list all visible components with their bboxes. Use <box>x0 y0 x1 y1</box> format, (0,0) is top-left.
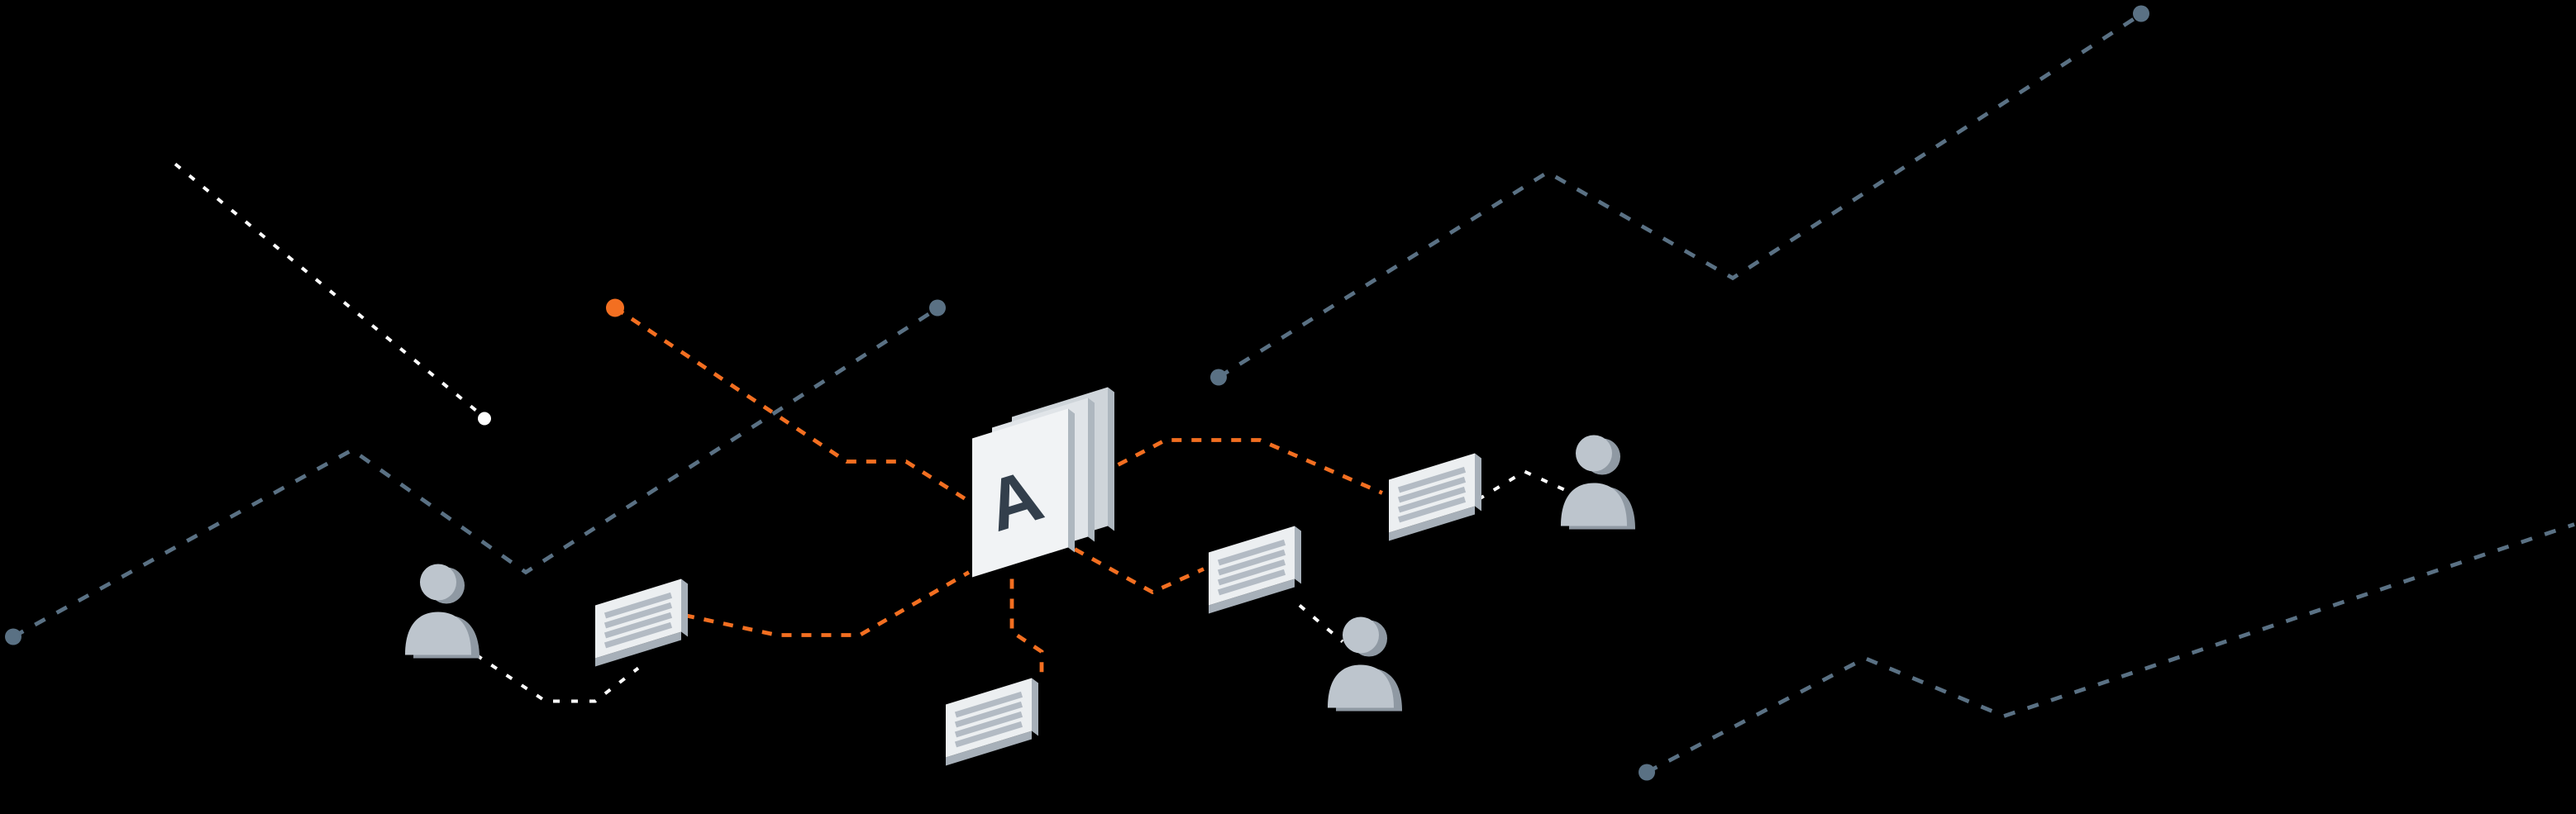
background-dashed-lines <box>12 13 2575 774</box>
slate-node-dot-center <box>929 299 946 317</box>
slate-dashed-line-bottomright-zigzag <box>1645 522 2575 774</box>
slate-node-dot-top-right <box>2133 5 2149 22</box>
orange-node-dot <box>606 298 624 317</box>
slate-dashed-line-topright-zigzag <box>1217 13 2141 379</box>
white-dashed-line-topleft <box>174 162 479 414</box>
document-stack-icon: A <box>972 387 1114 578</box>
person-icon-bottom-right <box>1328 616 1402 712</box>
message-card-icon-right <box>1389 454 1481 541</box>
person-icon-left <box>405 564 479 659</box>
white-dashed-line-card-to-person-right <box>1476 469 1565 502</box>
white-dashed-line-person-left-to-card <box>475 653 640 703</box>
node-dots <box>5 5 2149 781</box>
slate-node-dot-above-cards <box>1210 369 1227 386</box>
orange-dashed-line-card-left-to-stack <box>684 570 971 637</box>
message-card-icon-middle <box>1209 526 1301 614</box>
message-card-icon-left <box>595 579 688 667</box>
orange-dashed-line-stack-to-card-middle <box>1073 547 1205 595</box>
white-node-dot <box>478 412 491 426</box>
orange-dashed-line-stack-to-card-right <box>1081 438 1383 495</box>
person-icon-right <box>1561 435 1635 530</box>
document-page-front: A <box>972 408 1075 578</box>
slate-dashed-line-left-zigzag <box>12 307 937 639</box>
orange-dashed-line-stack-to-card-bottom <box>1009 578 1044 678</box>
white-dashed-line-card-to-person-mid <box>1298 603 1344 644</box>
slate-node-dot-bottom <box>1639 764 1655 781</box>
slate-node-dot-left-edge <box>5 628 21 645</box>
orange-dashed-line-from-top-dot <box>613 306 971 503</box>
message-card-icon-bottom <box>946 678 1038 766</box>
